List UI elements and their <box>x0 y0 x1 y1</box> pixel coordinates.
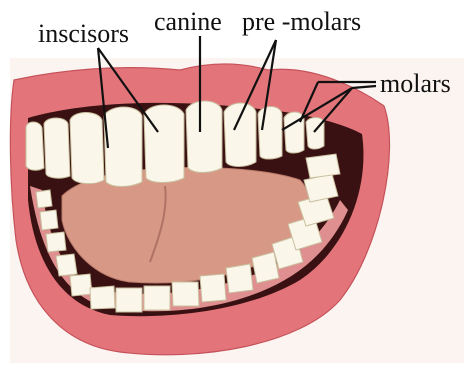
incisors-label: inscisors <box>38 19 129 48</box>
molars-label: molars <box>380 69 451 98</box>
canine-label: canine <box>154 7 222 36</box>
premolars-label: pre -molars <box>242 7 361 36</box>
